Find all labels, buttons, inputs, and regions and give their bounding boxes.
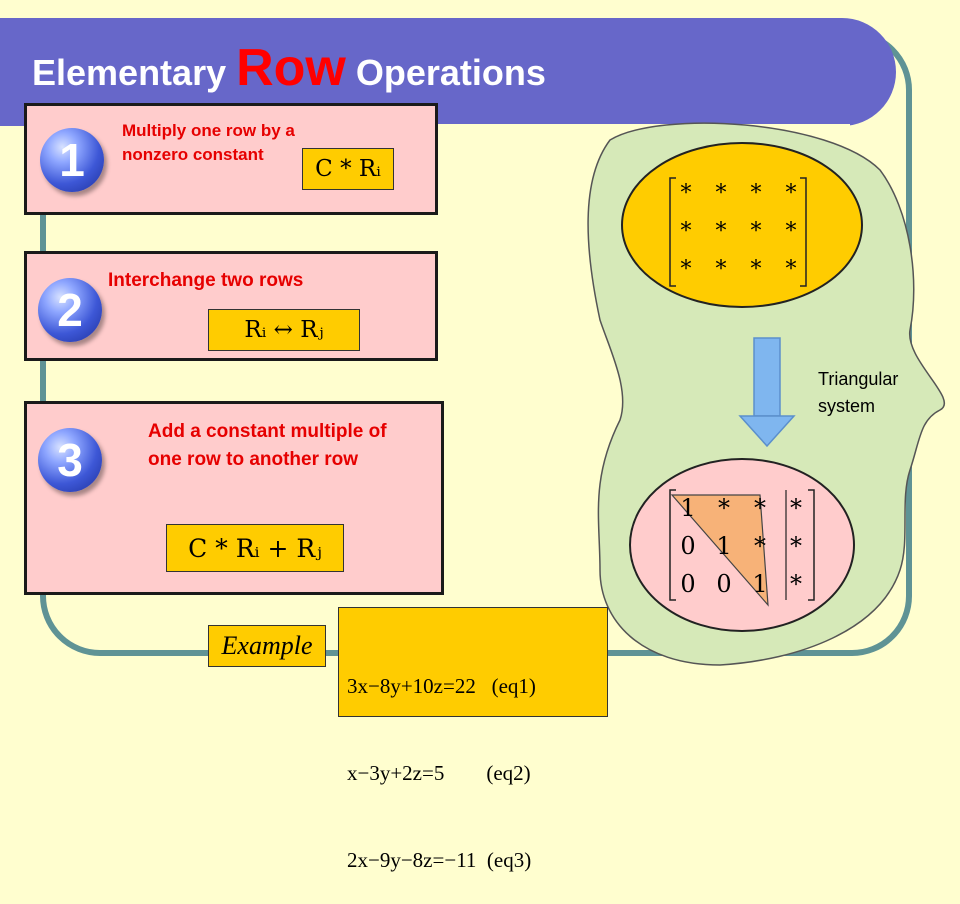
general-matrix-ellipse bbox=[621, 142, 863, 308]
general-cell-r2-c0: * bbox=[681, 257, 692, 282]
arrow-label: Triangular system bbox=[818, 369, 899, 416]
operation-1-formula: C * Rᵢ bbox=[302, 148, 394, 190]
operation-3-text: Add a constant multiple of one row to an… bbox=[148, 421, 387, 470]
general-cell-r0-c1: * bbox=[716, 181, 727, 206]
number-1-icon: 1 bbox=[40, 128, 104, 192]
general-cell-r0-c0: * bbox=[681, 181, 692, 206]
general-matrix-cells: * * * * * * * * * * * * bbox=[681, 181, 797, 282]
example-equations: 3x−8y+10z=22 (eq1) x−3y+2z=5 (eq2) 2x−9y… bbox=[338, 607, 608, 872]
equation-1: 3x−8y+10z=22 (eq1) bbox=[347, 674, 536, 698]
triangular-cell-r2-c2: 1 bbox=[752, 570, 767, 598]
triangular-cell-r0-c0: 1 bbox=[680, 494, 695, 522]
example-label: Example bbox=[208, 625, 326, 667]
general-cell-r2-c2: * bbox=[751, 257, 762, 282]
slide-title: Elementary Row Operations bbox=[32, 38, 546, 98]
general-cell-r1-c0: * bbox=[681, 219, 692, 244]
number-3-icon: 3 bbox=[38, 428, 102, 492]
general-cell-r1-c3: * bbox=[786, 219, 797, 244]
triangular-cell-r0-c3: * bbox=[790, 494, 802, 522]
equation-3: 2x−9y−8z=−11 (eq3) bbox=[347, 848, 532, 872]
number-2-icon: 2 bbox=[38, 278, 102, 342]
operation-3-formula: C * Rᵢ + Rⱼ bbox=[166, 524, 344, 572]
general-cell-r1-c2: * bbox=[751, 219, 762, 244]
title-underline bbox=[30, 124, 850, 129]
title-highlight: Row bbox=[236, 39, 346, 97]
general-cell-r2-c1: * bbox=[716, 257, 727, 282]
general-cell-r2-c3: * bbox=[786, 257, 797, 282]
operation-1-text: Multiply one row by a nonzero constant bbox=[122, 121, 295, 164]
triangular-cell-r0-c2: * bbox=[754, 494, 766, 522]
general-cell-r1-c1: * bbox=[716, 219, 727, 244]
title-part1: Elementary bbox=[32, 52, 237, 93]
operation-3-box bbox=[24, 401, 444, 595]
general-cell-r0-c3: * bbox=[786, 181, 797, 206]
triangular-cell-r0-c1: * bbox=[718, 494, 730, 522]
triangle-shade bbox=[670, 494, 769, 607]
operation-2-text: Interchange two rows bbox=[108, 270, 304, 291]
triangular-cell-r2-c3: * bbox=[790, 570, 802, 598]
triangular-cell-r1-c3: * bbox=[790, 532, 802, 560]
down-arrow bbox=[738, 337, 796, 448]
triangular-cell-r1-c2: * bbox=[754, 532, 766, 560]
general-cell-r0-c2: * bbox=[751, 181, 762, 206]
operation-2-formula: Rᵢ ↔ Rⱼ bbox=[208, 309, 360, 351]
triangular-cell-r1-c0: 0 bbox=[680, 532, 695, 560]
triangular-cell-r2-c0: 0 bbox=[680, 570, 695, 598]
title-part2: Operations bbox=[345, 52, 546, 93]
triangular-cell-r2-c1: 0 bbox=[716, 570, 731, 598]
triangular-cell-r1-c1: 1 bbox=[716, 532, 731, 560]
equation-2: x−3y+2z=5 (eq2) bbox=[347, 761, 531, 785]
